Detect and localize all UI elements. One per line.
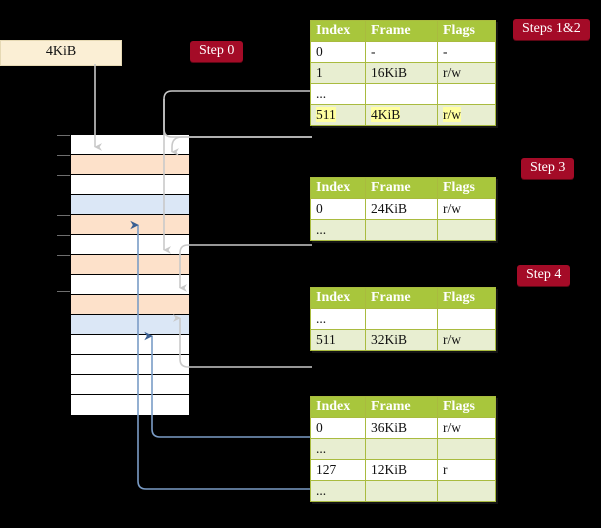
cell-flags: r/w <box>437 329 496 351</box>
cell-frame <box>365 83 438 105</box>
wire-steps12-arrow-top <box>171 136 312 156</box>
table-row[interactable]: ... <box>310 219 496 241</box>
cell-frame <box>365 480 438 502</box>
memory-cell-11 <box>71 355 189 375</box>
label-step-3: Step 3 <box>521 158 575 180</box>
table-row[interactable]: 0-- <box>310 41 496 63</box>
highlighted-value: 511 <box>316 107 336 122</box>
memory-cell-7 <box>71 275 189 295</box>
cell-flags: r/w <box>437 417 496 439</box>
tick-mark <box>57 255 71 256</box>
cell-frame <box>365 219 438 241</box>
cell-frame: 4KiB <box>365 104 438 126</box>
cell-index: ... <box>310 308 366 330</box>
memory-cell-0 <box>71 135 189 155</box>
cell-index: ... <box>310 480 366 502</box>
memory-cell-8 <box>71 295 189 315</box>
wire-step4 <box>173 314 312 368</box>
column-header-frame: Frame <box>365 20 438 42</box>
tick-mark <box>57 155 71 156</box>
column-header-index: Index <box>310 20 366 42</box>
cell-index: 1 <box>310 62 366 84</box>
cell-frame <box>365 438 438 460</box>
column-header-index: Index <box>310 287 366 309</box>
cell-flags: r/w <box>437 62 496 84</box>
cell-flags: - <box>437 41 496 63</box>
cell-frame: 16KiB <box>365 62 438 84</box>
cell-flags <box>437 480 496 502</box>
wire-steps12-loop <box>163 90 312 138</box>
cell-frame: - <box>365 41 438 63</box>
cell-frame <box>365 308 438 330</box>
column-header-flags: Flags <box>437 396 496 418</box>
column-header-index: Index <box>310 177 366 199</box>
column-header-frame: Frame <box>365 177 438 199</box>
label-step-0: Step 0 <box>190 41 244 63</box>
cell-frame: 36KiB <box>365 417 438 439</box>
cell-frame: 24KiB <box>365 198 438 220</box>
cell-flags <box>437 219 496 241</box>
cell-flags <box>437 83 496 105</box>
cell-index: 127 <box>310 459 366 481</box>
table-row[interactable]: ... <box>310 480 496 502</box>
tick-mark <box>57 291 71 292</box>
label-steps-1-2: Steps 1&2 <box>513 19 590 41</box>
memory-cell-1 <box>71 155 189 175</box>
memory-cell-3 <box>71 195 189 215</box>
cell-flags: r/w <box>437 198 496 220</box>
column-header-index: Index <box>310 396 366 418</box>
cell-index: 0 <box>310 198 366 220</box>
table-row[interactable]: ... <box>310 438 496 460</box>
column-header-flags: Flags <box>437 177 496 199</box>
cell-flags: r/w <box>437 104 496 126</box>
physical-memory-column <box>70 134 190 415</box>
column-header-frame: Frame <box>365 396 438 418</box>
tick-mark <box>57 235 71 236</box>
table-row[interactable]: 511 4KiB r/w <box>310 104 496 126</box>
memory-cell-12 <box>71 375 189 395</box>
memory-cell-10 <box>71 335 189 355</box>
cell-flags <box>437 438 496 460</box>
column-header-frame: Frame <box>365 287 438 309</box>
cell-frame: 32KiB <box>365 329 438 351</box>
cell-index: ... <box>310 438 366 460</box>
highlighted-value: 4KiB <box>371 107 401 122</box>
cell-flags <box>437 308 496 330</box>
cell-index: 0 <box>310 41 366 63</box>
memory-cell-6 <box>71 255 189 275</box>
column-header-flags: Flags <box>437 287 496 309</box>
memory-cell-13 <box>71 395 189 415</box>
cell-frame: 12KiB <box>365 459 438 481</box>
memory-cell-9 <box>71 315 189 335</box>
cell-index: 511 <box>310 329 366 351</box>
cell-index: 0 <box>310 417 366 439</box>
memory-cell-5 <box>71 235 189 255</box>
table-row[interactable]: ... <box>310 83 496 105</box>
label-step-4: Step 4 <box>517 265 571 287</box>
highlighted-value: r/w <box>443 107 461 122</box>
tick-mark <box>57 175 71 176</box>
column-header-flags: Flags <box>437 20 496 42</box>
table-row[interactable]: ... <box>310 308 496 330</box>
tick-mark <box>57 135 71 136</box>
source-frame-box: 4KiB <box>0 40 122 66</box>
cell-index: 511 <box>310 104 366 126</box>
cell-flags: r <box>437 459 496 481</box>
cell-index: ... <box>310 219 366 241</box>
tick-mark <box>57 215 71 216</box>
memory-cell-4 <box>71 215 189 235</box>
wire-step3 <box>179 244 312 292</box>
memory-cell-2 <box>71 175 189 195</box>
cell-index: ... <box>310 83 366 105</box>
